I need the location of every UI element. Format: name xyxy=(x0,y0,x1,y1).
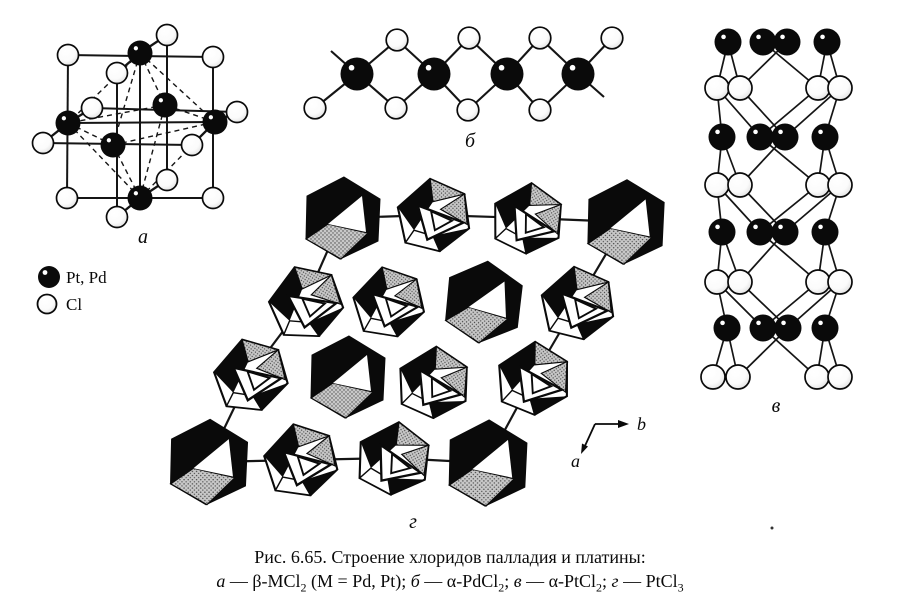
caption-letter-a: a xyxy=(216,571,226,591)
caption-line-1: Рис. 6.65. Строение хлоридов палладия и … xyxy=(254,547,646,567)
caption-line-2: a — β-MCl2 (M = Pd, Pt); б — α-PdCl2; в … xyxy=(216,571,684,595)
axis-b-label: b xyxy=(637,414,646,434)
axis-a-label: a xyxy=(571,451,580,471)
legend-metal-label: Pt, Pd xyxy=(66,268,107,287)
axes-indicator: b a xyxy=(571,414,646,471)
legend: Pt, Pd Cl xyxy=(36,266,107,315)
print-artifact-dot xyxy=(770,526,774,530)
legend-metal-sphere-icon xyxy=(38,266,60,288)
structure-v-alpha-ptcl2 xyxy=(700,28,853,390)
axis-a-arrowhead-icon xyxy=(581,443,588,454)
caption-letter-g: г xyxy=(611,571,619,591)
panel-b-label: б xyxy=(465,130,476,152)
structure-a-beta-mcl2 xyxy=(31,23,249,229)
structure-g-ptcl3 xyxy=(169,175,665,507)
panel-a-label: a xyxy=(138,226,148,248)
legend-chlorine-label: Cl xyxy=(66,295,82,314)
legend-metal-sphere-highlight xyxy=(42,270,48,275)
axis-b-arrowhead-icon xyxy=(618,420,629,428)
caption-letter-b: б xyxy=(410,571,420,591)
structure-b-alpha-pdcl2 xyxy=(303,26,624,122)
legend-chlorine-sphere-icon xyxy=(36,293,58,315)
panel-v-label: в xyxy=(772,395,781,417)
caption-letter-v: в xyxy=(513,571,522,591)
panel-g-label: г xyxy=(409,511,417,533)
